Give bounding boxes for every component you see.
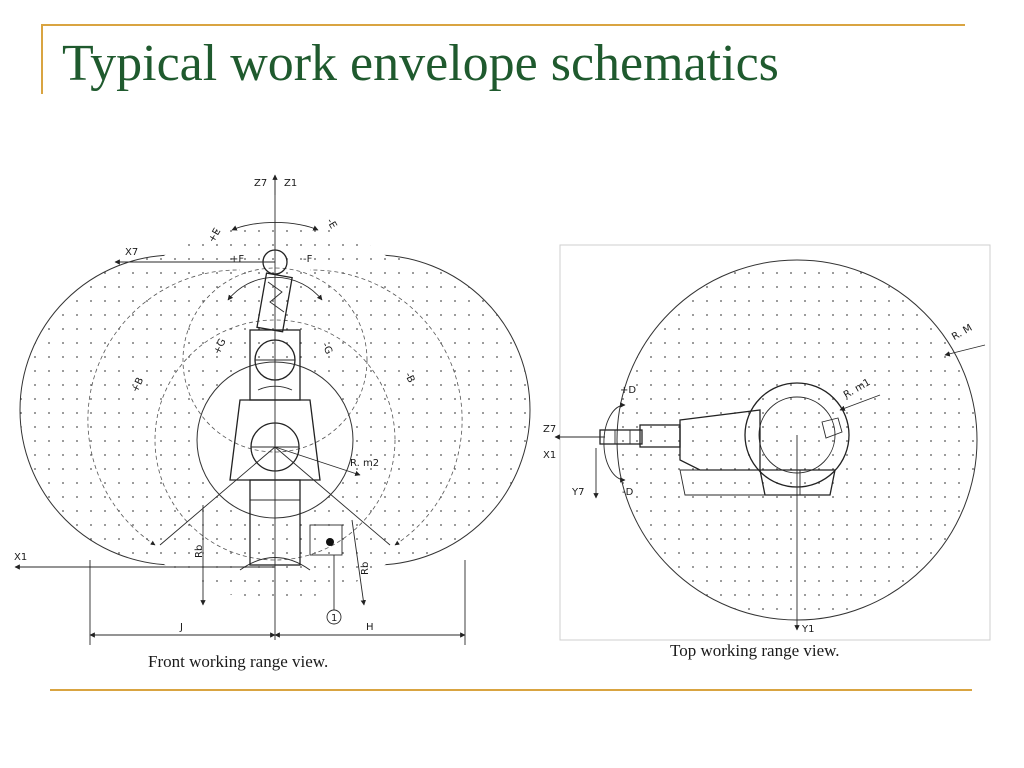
front-label-j: J <box>179 622 183 633</box>
title-accent-horizontal <box>41 24 965 26</box>
front-label-plus-f: +F <box>230 254 244 265</box>
top-label-rm: R. M <box>950 323 974 343</box>
top-label-y1: Y1 <box>801 624 814 635</box>
top-label-minus-d: -D <box>622 487 634 498</box>
front-label-z7: Z7 <box>254 178 267 189</box>
front-axes <box>14 174 391 640</box>
front-label-x7: X7 <box>125 247 138 258</box>
front-label-minus-b: -B <box>402 371 416 385</box>
front-label-h: H <box>366 622 374 633</box>
front-label-minus-g: -G <box>319 341 334 356</box>
front-label-z1: Z1 <box>284 178 297 189</box>
top-label-plus-d: +D <box>620 385 636 396</box>
front-working-range-view: Z7 Z1 X7 X1 +E -E +F -F +G -G +B -B R. m… <box>14 174 531 671</box>
front-label-minus-e: -E <box>324 217 338 231</box>
top-working-range-view: Z7 X1 Y7 Y1 +D -D R. M R. m1 Top working… <box>543 244 991 660</box>
top-view-frame <box>559 244 991 641</box>
top-view-caption: Top working range view. <box>670 641 840 660</box>
top-label-x1: X1 <box>543 450 556 461</box>
front-dimensions <box>89 555 466 645</box>
title-accent-vertical <box>41 24 43 94</box>
front-label-minus-f: -F <box>303 254 313 265</box>
front-label-x1: X1 <box>14 552 27 563</box>
footer-rule <box>50 689 972 691</box>
front-view-caption: Front working range view. <box>148 652 328 671</box>
top-axes <box>554 344 986 631</box>
top-label-y7: Y7 <box>571 487 584 498</box>
top-label-z7: Z7 <box>543 424 556 435</box>
front-label-rm2: R. m2 <box>350 458 379 469</box>
front-label-rb-left: Rb <box>194 545 205 558</box>
front-callout-number: 1 <box>331 613 337 624</box>
front-label-rb-right: Rb <box>360 562 371 575</box>
slide-title: Typical work envelope schematics <box>62 35 779 92</box>
